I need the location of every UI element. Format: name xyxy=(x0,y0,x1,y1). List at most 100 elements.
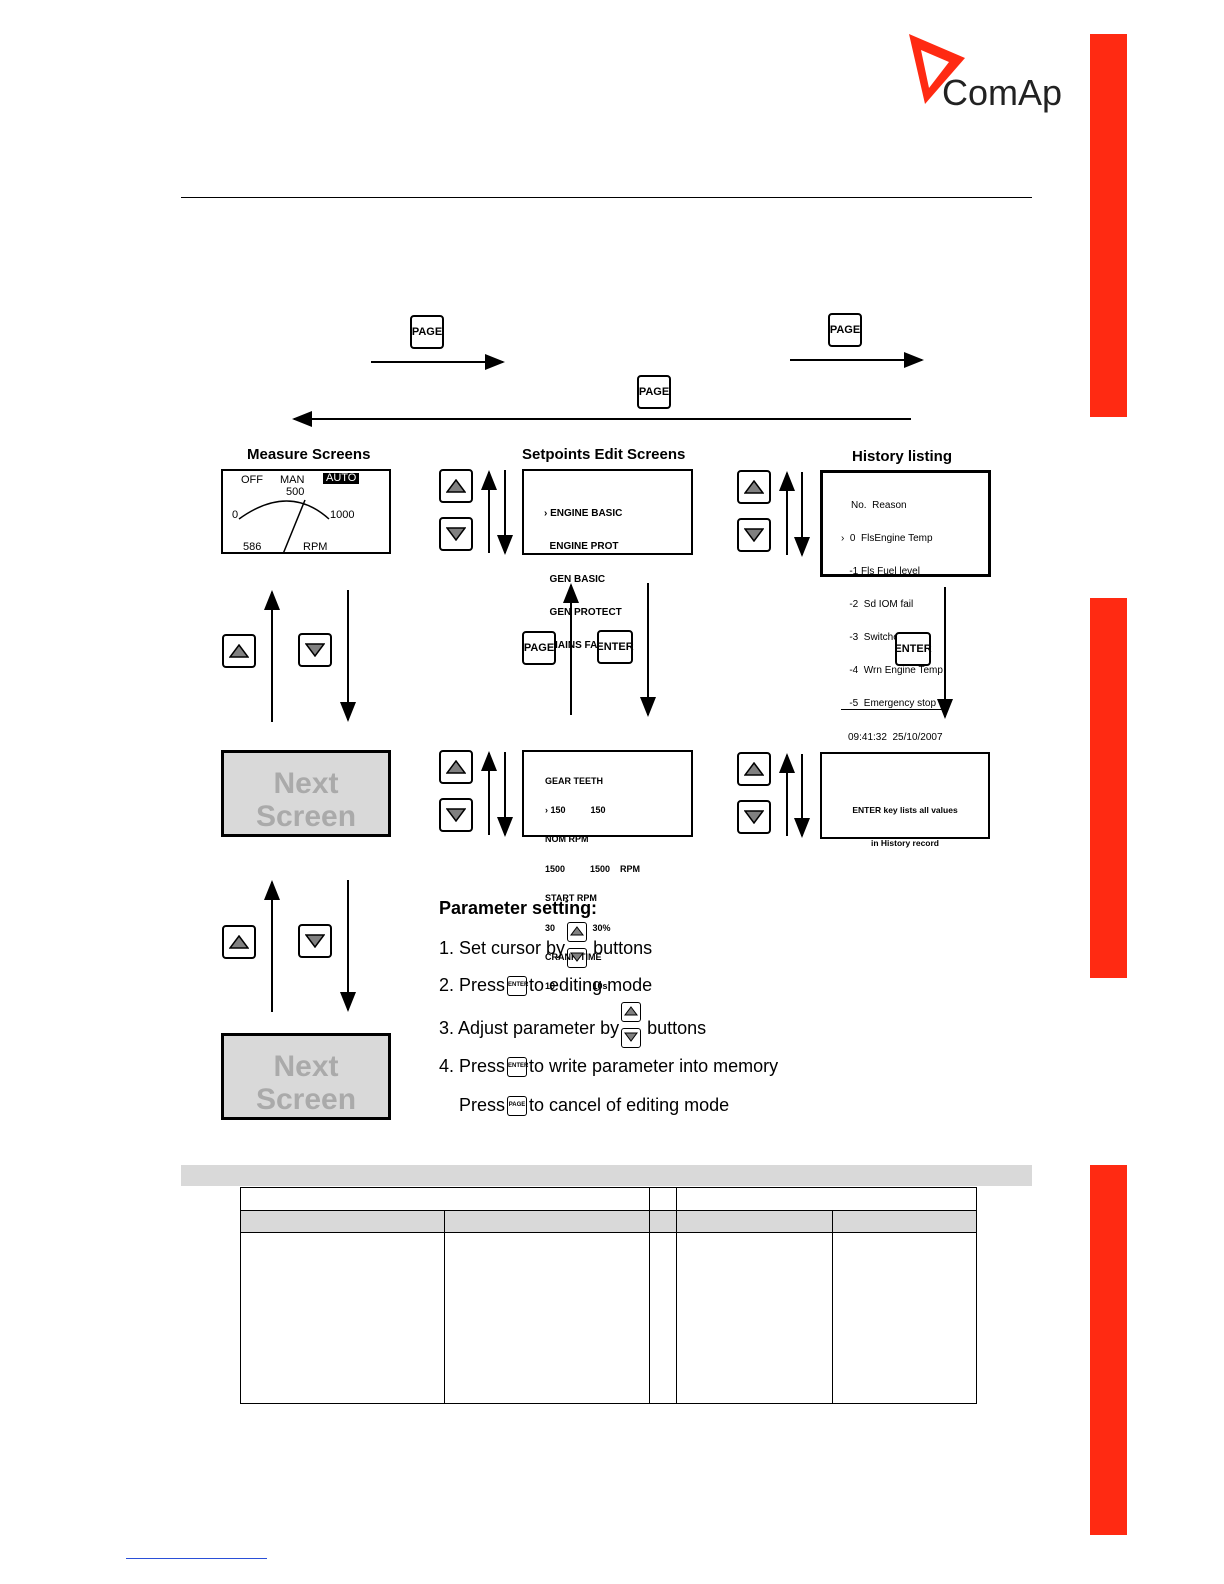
history-record: -5 Emergency stop xyxy=(841,698,943,710)
setpoint-line: CRANK TIME xyxy=(545,951,602,962)
page-button[interactable]: PAGE xyxy=(522,631,556,665)
mode-off: OFF xyxy=(241,474,263,486)
up-arrow-icon xyxy=(744,762,764,776)
table-divider xyxy=(649,1188,650,1403)
setpoint-group-list: › ENGINE BASIC ENGINE PROT GEN BASIC GEN… xyxy=(544,486,622,673)
comap-logo: ComAp xyxy=(905,30,1075,120)
next-screen-box: Next Screen xyxy=(221,750,391,837)
table-header-row xyxy=(241,1210,976,1232)
up-arrow-button[interactable] xyxy=(737,470,771,504)
setpoint-group: › ENGINE BASIC xyxy=(544,508,623,519)
rpm-unit: RPM xyxy=(303,541,328,553)
history-detail-text: ENTER key lists all values in History re… xyxy=(822,783,988,871)
enter-mini-icon: ENTER xyxy=(507,976,528,997)
history-timestamp: 09:41:32 25/10/2007 xyxy=(848,732,943,743)
up-arrow-button[interactable] xyxy=(737,752,771,786)
side-bar-middle xyxy=(1090,598,1127,978)
down-arrow-icon xyxy=(744,528,764,542)
up-arrow-icon xyxy=(744,480,764,494)
history-record: -4 Wrn Engine Temp xyxy=(841,665,943,676)
up-arrow-button[interactable] xyxy=(439,469,473,503)
down-arrow-icon xyxy=(305,643,325,657)
history-record: -2 Sd IOM fail xyxy=(841,599,914,610)
setpoint-detail-display: GEAR TEETH › 150 150 NOM RPM 1500 1500 R… xyxy=(522,750,693,991)
up-arrow-icon xyxy=(621,1002,642,1022)
history-list: No. Reason › 0 FlsEngine Temp -1 Fls Fue… xyxy=(841,478,943,765)
enter-button[interactable]: ENTER xyxy=(894,632,932,666)
setpoint-line: 10 10s xyxy=(545,981,608,992)
setpoint-line: START RPM xyxy=(545,893,597,904)
table-divider xyxy=(241,1232,976,1233)
next-screen-box: Next Screen xyxy=(221,1033,391,1120)
footer-link-underline[interactable] xyxy=(126,1558,267,1559)
down-arrow-button[interactable] xyxy=(439,517,473,551)
history-screen-display: No. Reason › 0 FlsEngine Temp -1 Fls Fue… xyxy=(820,470,991,743)
side-bar-bottom xyxy=(1090,1165,1127,1535)
enter-mini-icon: ENTER xyxy=(507,1057,528,1078)
scale-max: 1000 xyxy=(330,509,355,521)
down-arrow-icon xyxy=(744,810,764,824)
table-divider xyxy=(676,1188,677,1403)
down-arrow-icon xyxy=(621,1028,642,1048)
setpoints-screens-caption: Setpoints Edit Screens xyxy=(522,446,686,463)
empty-table xyxy=(240,1187,977,1404)
down-arrow-button[interactable] xyxy=(737,800,771,834)
page-mini-icon: PAGE xyxy=(507,1096,528,1117)
page-button[interactable]: PAGE xyxy=(637,375,671,409)
setpoint-values: GEAR TEETH › 150 150 NOM RPM 1500 1500 R… xyxy=(545,757,640,1012)
scale-min: 0 xyxy=(232,509,239,521)
history-listing-caption: History listing xyxy=(852,448,953,465)
down-arrow-button[interactable] xyxy=(737,518,771,552)
logo-text: ComAp xyxy=(942,72,1063,113)
rpm-gauge xyxy=(238,499,330,554)
section-band xyxy=(181,1165,1032,1186)
down-arrow-icon xyxy=(305,934,325,948)
setpoint-line: GEAR TEETH xyxy=(545,775,604,786)
down-arrow-button[interactable] xyxy=(298,924,332,958)
up-arrow-icon xyxy=(446,479,466,493)
down-arrow-button[interactable] xyxy=(439,798,473,832)
down-arrow-button[interactable] xyxy=(298,633,332,667)
history-header: No. Reason xyxy=(851,500,907,511)
up-arrow-button[interactable] xyxy=(222,925,256,959)
history-detail-line: ENTER key lists all values xyxy=(852,805,958,815)
up-arrow-icon xyxy=(229,935,249,949)
up-arrow-icon xyxy=(229,644,249,658)
setpoint-group: MAINS FAIL xyxy=(544,640,607,651)
table-divider xyxy=(444,1210,445,1403)
enter-button[interactable]: ENTER xyxy=(596,630,634,664)
mode-man: MAN xyxy=(280,474,305,486)
up-arrow-button[interactable] xyxy=(222,634,256,668)
setpoint-line: NOM RPM xyxy=(545,834,589,845)
up-arrow-icon xyxy=(567,922,588,942)
setpoint-group: ENGINE PROT xyxy=(544,541,619,552)
down-arrow-icon xyxy=(446,808,466,822)
page-button[interactable]: PAGE xyxy=(828,313,862,347)
up-down-mini-buttons xyxy=(621,1002,645,1050)
measure-screen-display: OFF MAN AUTO 500 0 1000 586 RPM xyxy=(221,469,391,554)
header-divider xyxy=(181,197,1032,198)
history-record: › 0 FlsEngine Temp xyxy=(841,533,933,544)
scale-mid: 500 xyxy=(286,486,305,498)
up-down-mini-buttons xyxy=(567,922,591,970)
setpoints-screen-display: › ENGINE BASIC ENGINE PROT GEN BASIC GEN… xyxy=(522,469,693,651)
up-arrow-button[interactable] xyxy=(439,750,473,784)
history-detail-display: ENTER key lists all values in History re… xyxy=(820,752,990,848)
rpm-value: 586 xyxy=(243,541,262,553)
measure-screens-caption: Measure Screens xyxy=(247,446,371,463)
page-button[interactable]: PAGE xyxy=(410,315,444,349)
table-divider xyxy=(832,1210,833,1403)
up-arrow-icon xyxy=(446,760,466,774)
side-bar-top xyxy=(1090,34,1127,417)
history-record: -1 Fls Fuel level xyxy=(841,566,920,577)
setpoint-line: › 150 150 xyxy=(545,804,606,815)
history-detail-line: in History record xyxy=(870,838,940,848)
down-arrow-icon xyxy=(446,527,466,541)
instructions-title: Parameter setting: xyxy=(439,898,598,918)
